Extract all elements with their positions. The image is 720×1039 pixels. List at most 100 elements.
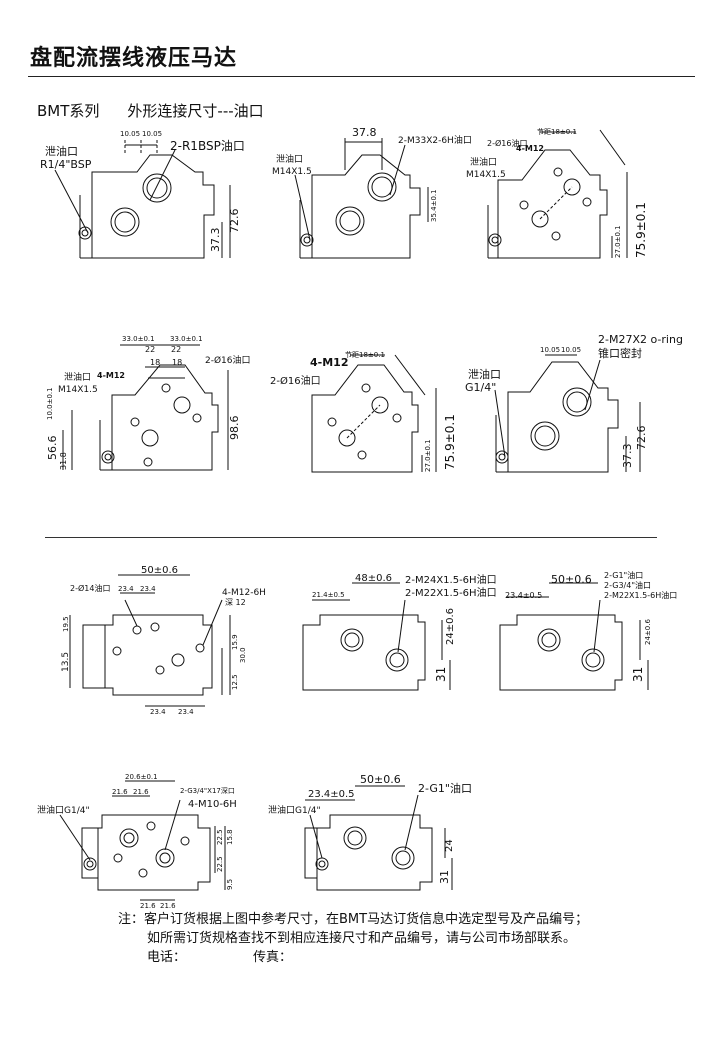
v10-dim-w: 20.6±0.1: [125, 773, 158, 781]
v1-dim-h2: 72.6: [228, 209, 241, 234]
v11-dim-a: 23.4±0.5: [308, 789, 355, 800]
v7-dim-w: 50±0.6: [141, 565, 178, 576]
view-8: 48±0.6 21.4±0.5 2-M24X1.5-6H油口 2-M22X1.5…: [302, 573, 497, 691]
v6-dim-h1: 37.3: [621, 444, 634, 469]
view-11: 泄油口G1/4" 2-G1"油口 50±0.6 23.4±0.5 24 31: [268, 773, 472, 891]
v9-dim-h2: 31: [631, 667, 645, 682]
v8-dim-a: 21.4±0.5: [312, 591, 345, 599]
v7-dim-h1: 13.5: [61, 652, 71, 672]
view-6: 泄油口 G1/4" 2-M27X2 o-ring 锥口密封 10.05 10.0…: [465, 333, 683, 473]
v7-dim-b: 23.4: [140, 585, 156, 593]
v5-pin-label: 2-Ø16油口: [270, 374, 321, 387]
v11-drain-label: 泄油口G1/4": [268, 804, 321, 816]
v7-dim-h4: 12.5: [231, 674, 239, 690]
v8-port-line1: 2-M24X1.5-6H油口: [405, 573, 497, 586]
v4-dim-h3: 98.6: [228, 416, 241, 441]
v10-dim-b: 21.6: [133, 788, 149, 796]
v6-dim-d1: 10.05: [540, 346, 560, 354]
v9-dim-w: 50±0.6: [551, 573, 592, 586]
v5-dim-h2: 27.0±0.1: [424, 439, 432, 472]
v4-dim-a: 33.0±0.1: [122, 335, 155, 343]
v4-pin-label: 2-Ø16油口: [205, 354, 251, 366]
v2-port-label: 2-M33X2-6H油口: [398, 134, 472, 146]
v4-dim-h4: 10.0±0.1: [46, 387, 54, 420]
view-7: 2-Ø14油口 4-M12-6H 深 12 50±0.6 23.4 23.4 2…: [61, 565, 266, 716]
v5-dim-w: 节距18±0.1: [345, 351, 385, 359]
v11-port-label: 2-G1"油口: [418, 781, 472, 795]
v4-dim-b: 33.0±0.1: [170, 335, 203, 343]
view-1: 泄油口 R1/4"BSP 2-R1BSP油口 10.05 10.05 37.3 …: [40, 130, 245, 259]
section-heading: BMT系列 外形连接尺寸---油口: [37, 100, 292, 121]
v6-drain-label: 泄油口: [468, 367, 501, 381]
v3-drain-label: 泄油口: [470, 156, 497, 168]
v4-dim-e: 22: [145, 345, 155, 354]
view-9: 50±0.6 23.4±0.5 2-G1"油口 2-G3/4"油口 2-M22X…: [499, 570, 677, 691]
v1-dim-d2: 10.05: [142, 130, 162, 138]
v2-drain-label: 泄油口: [276, 153, 303, 165]
v10-dim-b-bottom: 21.6: [160, 902, 176, 910]
v5-bolt-label: 4-M12: [310, 356, 348, 369]
v3-drain-thread: M14X1.5: [466, 170, 506, 180]
fax-label: 传真：: [253, 950, 293, 965]
v5-dim-h: 75.9±0.1: [443, 414, 457, 470]
note-line-1: 注：客户订货根据上图中参考尺寸，在BMT马达订货信息中选定型号及产品编号；: [118, 912, 589, 927]
v3-dim-h2: 27.0±0.1: [614, 225, 622, 258]
note-line-2: 如所需订货规格查找不到相应连接尺寸和产品编号，请与公司市场部联系。: [147, 931, 577, 946]
title-rule: [28, 76, 695, 77]
v2-drain-thread: M14X1.5: [272, 167, 312, 177]
view-2: 泄油口 M14X1.5 2-M33X2-6H油口 37.8 35.4±0.1: [272, 126, 472, 259]
v7-dim-h3: 30.0: [239, 647, 247, 663]
v9-port-line1: 2-G1"油口: [604, 570, 643, 580]
v9-dim-h1: 24±0.6: [644, 619, 652, 645]
v10-dim-h1: 22.5: [216, 829, 224, 845]
view-3: 泄油口 M14X1.5 2-Ø16油口 4-M12 节距18±0.1 75.9±…: [466, 128, 648, 259]
v6-dim-d2: 10.05: [561, 346, 581, 354]
v1-dim-d1: 10.05: [120, 130, 140, 138]
v2-dim-w: 37.8: [352, 126, 377, 139]
view-5: 4-M12 2-Ø16油口 节距18±0.1 75.9±0.1 27.0±0.1: [270, 351, 457, 473]
v4-dim-h1: 56.6: [46, 436, 59, 461]
v3-dim-w: 节距18±0.1: [537, 128, 577, 136]
v7-dim-a-bottom: 23.4: [150, 708, 166, 716]
v3-bolt-label: 4-M12: [516, 144, 544, 153]
v4-bolt-label: 4-M12: [97, 371, 125, 380]
v10-dim-h4: 9.5: [226, 879, 234, 890]
view-10: 泄油口G1/4" 2-G3/4"X17深口 4-M10-6H 20.6±0.1 …: [37, 773, 237, 910]
v1-dim-h1: 37.3: [209, 228, 222, 253]
v10-bolt-label: 4-M10-6H: [188, 799, 237, 810]
section-title: 外形连接尺寸---油口: [127, 102, 264, 120]
v11-dim-w: 50±0.6: [360, 773, 401, 786]
v10-dim-a: 21.6: [112, 788, 128, 796]
v9-dim-a: 23.4±0.5: [505, 591, 542, 600]
v7-pin-label: 2-Ø14油口: [70, 583, 110, 593]
v1-drain-label: 泄油口: [45, 144, 78, 158]
v9-port-line3: 2-M22X1.5-6H油口: [604, 590, 677, 600]
series-label: BMT系列: [37, 102, 100, 120]
v7-bolt-line2: 深 12: [225, 598, 246, 607]
v7-dim-b-bottom: 23.4: [178, 708, 194, 716]
v6-port-line1: 2-M27X2 o-ring: [598, 333, 683, 346]
v4-drain-label: 泄油口: [64, 371, 91, 383]
tel-label: 电话：: [147, 950, 187, 965]
v4-dim-c: 18: [150, 358, 160, 367]
view-4: 泄油口 M14X1.5 4-M12 2-Ø16油口 33.0±0.1 33.0±…: [46, 335, 251, 471]
v7-bolt-line1: 4-M12-6H: [222, 588, 266, 598]
v10-port-label: 2-G3/4"X17深口: [180, 786, 235, 795]
v10-dim-a-bottom: 21.6: [140, 902, 156, 910]
v4-drain-thread: M14X1.5: [58, 385, 98, 395]
v3-dim-h: 75.9±0.1: [634, 202, 648, 258]
section-divider: [45, 537, 657, 538]
v8-dim-h2: 31: [434, 667, 448, 682]
v4-dim-d: 18: [172, 358, 182, 367]
v6-port-line2: 锥口密封: [598, 346, 642, 360]
v7-dim-h2: 19.5: [62, 616, 70, 632]
v4-dim-h2: 31.8: [59, 452, 68, 470]
v3-pin-label: 2-Ø16油口: [487, 138, 527, 148]
v7-dim-h5: 15.9: [231, 634, 239, 650]
v11-dim-h1: 24: [444, 839, 455, 852]
v11-dim-h2: 31: [438, 870, 451, 884]
v4-dim-f: 22: [171, 345, 181, 354]
v8-dim-w: 48±0.6: [355, 573, 392, 584]
v10-dim-h3: 15.8: [226, 829, 234, 845]
